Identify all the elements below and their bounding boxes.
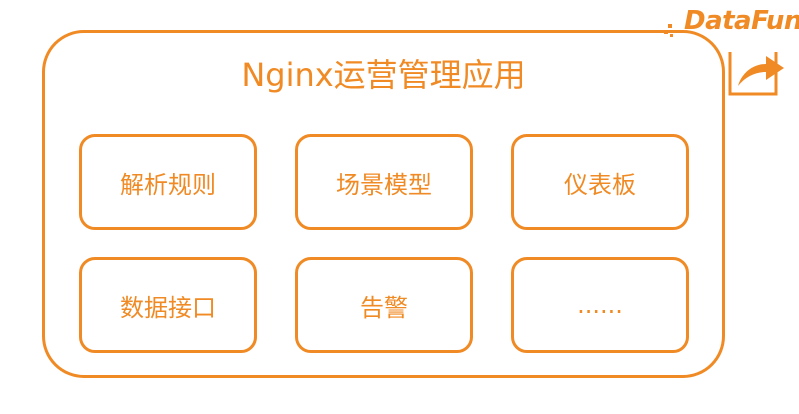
module-more: ...... — [511, 257, 689, 353]
module-label: 数据接口 — [120, 293, 216, 322]
module-parsing-rules: 解析规则 — [79, 134, 257, 230]
datafun-logo-text: DataFun. — [684, 6, 799, 36]
module-label: 仪表板 — [564, 170, 636, 199]
application-container — [42, 30, 725, 378]
module-data-interface: 数据接口 — [79, 257, 257, 353]
module-label: 解析规则 — [120, 170, 216, 199]
module-alerting: 告警 — [295, 257, 473, 353]
module-scenario-model: 场景模型 — [295, 134, 473, 230]
module-label: 告警 — [360, 293, 408, 322]
module-dashboard: 仪表板 — [511, 134, 689, 230]
datafun-logo-icon — [664, 24, 784, 96]
module-label: ...... — [577, 291, 623, 319]
module-label: 场景模型 — [336, 170, 432, 199]
diagram-title: Nginx运营管理应用 — [241, 56, 526, 94]
